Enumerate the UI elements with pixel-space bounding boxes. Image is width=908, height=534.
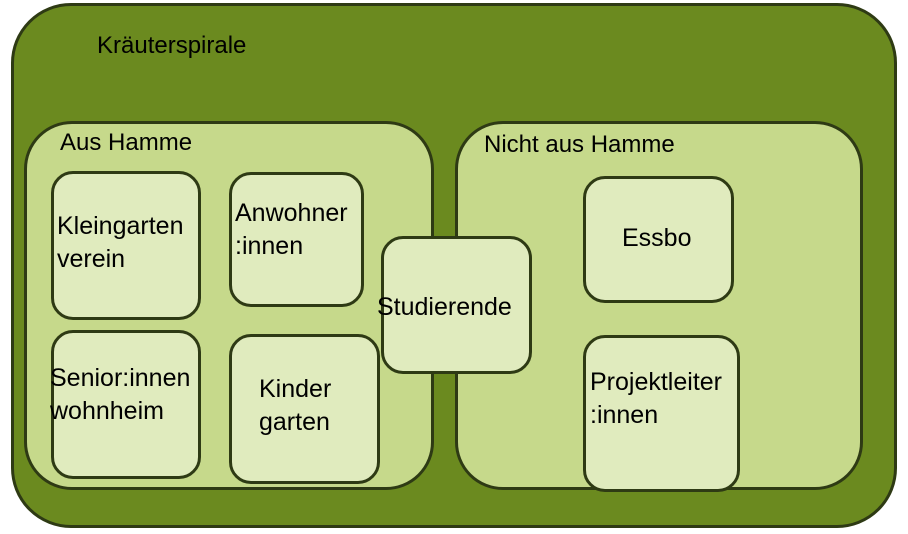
card-studierende [381,236,532,374]
card-kindergarten [229,334,380,484]
card-seniorinnen-wohnheim [51,330,201,479]
card-seniorinnen-wohnheim-label: Senior:innen wohnheim [50,364,191,425]
card-projektleiter-label: Projektleiter :innen [590,368,722,429]
kraeuterspirale-label: Kräuterspirale [97,32,247,59]
card-studierende-label: Studierende [377,293,512,321]
card-projektleiter [583,335,740,492]
card-anwohner-label: Anwohner :innen [235,199,348,260]
card-kindergarten-label: Kinder garten [259,375,332,436]
card-kleingartenverein [51,171,201,320]
card-essbo-label: Essbo [622,224,692,252]
card-kleingartenverein-label: Kleingarten verein [57,212,184,273]
card-anwohner [229,172,364,307]
group-aus-hamme-label: Aus Hamme [60,129,193,156]
group-nicht-aus-hamme-label: Nicht aus Hamme [484,131,675,158]
card-essbo [583,176,734,303]
